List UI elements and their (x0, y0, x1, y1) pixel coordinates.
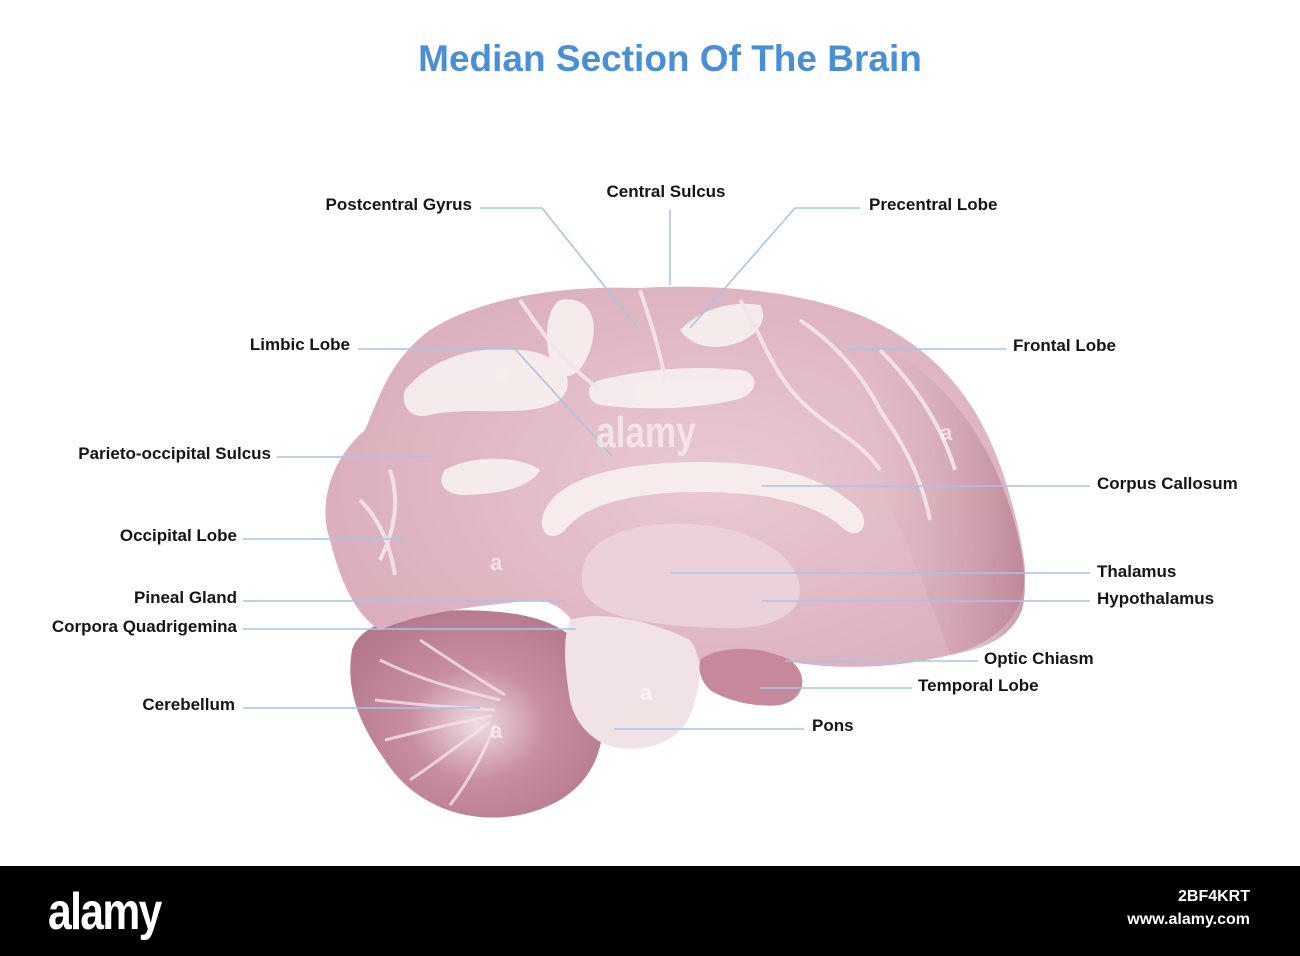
label-frontal-lobe: Frontal Lobe (1013, 336, 1116, 355)
label-optic-chiasm: Optic Chiasm (984, 649, 1094, 668)
label-hypothalamus: Hypothalamus (1097, 589, 1215, 608)
label-temporal-lobe: Temporal Lobe (918, 676, 1039, 695)
label-corpus-callosum: Corpus Callosum (1097, 474, 1238, 493)
leader-limbic-lobe (358, 348, 613, 457)
label-precentral-lobe: Precentral Lobe (869, 195, 998, 214)
svg-text:a: a (490, 550, 503, 575)
brand-logo: alamy (48, 883, 162, 941)
site-url: www.alamy.com (1127, 911, 1250, 928)
label-central-sulcus: Central Sulcus (606, 182, 726, 201)
leader-postcentral-gyrus (480, 207, 639, 329)
white-matter (403, 299, 764, 495)
watermark: alamy (596, 408, 696, 457)
corpus-callosum-shape (541, 462, 865, 537)
watermark-marks: a a a a (490, 420, 953, 743)
label-cerebellum: Cerebellum (142, 695, 235, 714)
label-corpora-quadrigemina: Corpora Quadrigemina (51, 617, 237, 636)
label-limbic-lobe: Limbic Lobe (249, 335, 350, 354)
cerebellum-shape (350, 610, 604, 818)
label-pons: Pons (812, 716, 854, 735)
label-parieto-occipital-sulcus: Parieto-occipital Sulcus (78, 444, 271, 463)
temporal-lobe-shape (699, 648, 803, 706)
label-pineal-gland: Pineal Gland (134, 588, 237, 607)
label-postcentral-gyrus: Postcentral Gyrus (325, 195, 472, 214)
image-id: 2BF4KRT (1177, 888, 1250, 905)
thalamus-shape (581, 523, 800, 629)
cerebellum-folia (374, 638, 506, 806)
brainstem-shape (565, 616, 700, 749)
label-occipital-lobe: Occipital Lobe (119, 526, 237, 545)
svg-text:a: a (640, 680, 653, 705)
label-thalamus: Thalamus (1097, 562, 1177, 581)
footer-bar: alamy 2BF4KRT www.alamy.com (0, 866, 1300, 956)
brain-diagram: a a a a (243, 207, 1090, 818)
sulci-lines (358, 289, 957, 576)
leader-precentral-lobe (689, 207, 860, 329)
svg-text:a: a (940, 420, 953, 445)
diagram-title: Median Section Of The Brain (418, 38, 922, 79)
svg-text:a: a (490, 718, 503, 743)
